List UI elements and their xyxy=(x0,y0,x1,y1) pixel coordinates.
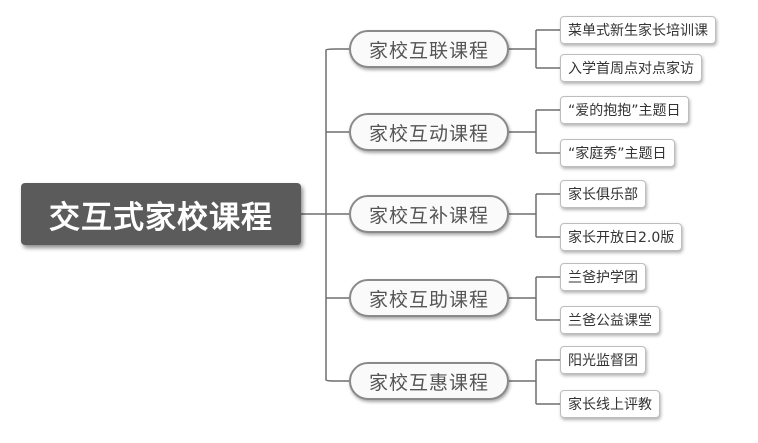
branch-node-3: 家校互补课程 xyxy=(349,195,509,233)
leaf-node: “家庭秀”主题日 xyxy=(560,139,675,167)
leaf-connector-4 xyxy=(509,276,560,321)
leaf-connector-1 xyxy=(509,29,560,69)
leaf-node: 菜单式新生家长培训课 xyxy=(560,16,716,44)
leaf-connector-3 xyxy=(509,193,560,238)
leaf-node: 家长俱乐部 xyxy=(560,180,646,208)
leaf-node: 家长开放日2.0版 xyxy=(560,223,683,251)
leaf-node: 入学首周点对点家访 xyxy=(560,54,702,82)
leaf-node: 阳光监督团 xyxy=(560,346,646,374)
leaf-connector-2 xyxy=(509,109,560,154)
leaf-connector-5 xyxy=(509,359,560,405)
branch-connector-5 xyxy=(325,379,349,382)
branch-connector-1 xyxy=(325,48,349,51)
leaf-node: 家长线上评教 xyxy=(560,390,660,418)
branch-node-2: 家校互动课程 xyxy=(349,113,509,151)
branch-node-5: 家校互惠课程 xyxy=(349,362,509,400)
branch-node-4: 家校互助课程 xyxy=(349,279,509,317)
branch-node-1: 家校互联课程 xyxy=(349,30,509,68)
leaf-node: 兰爸护学团 xyxy=(560,263,646,291)
leaf-node: “爱的抱抱”主题日 xyxy=(560,96,689,124)
leaf-node: 兰爸公益课堂 xyxy=(560,306,660,334)
root-node: 交互式家校课程 xyxy=(21,183,301,245)
